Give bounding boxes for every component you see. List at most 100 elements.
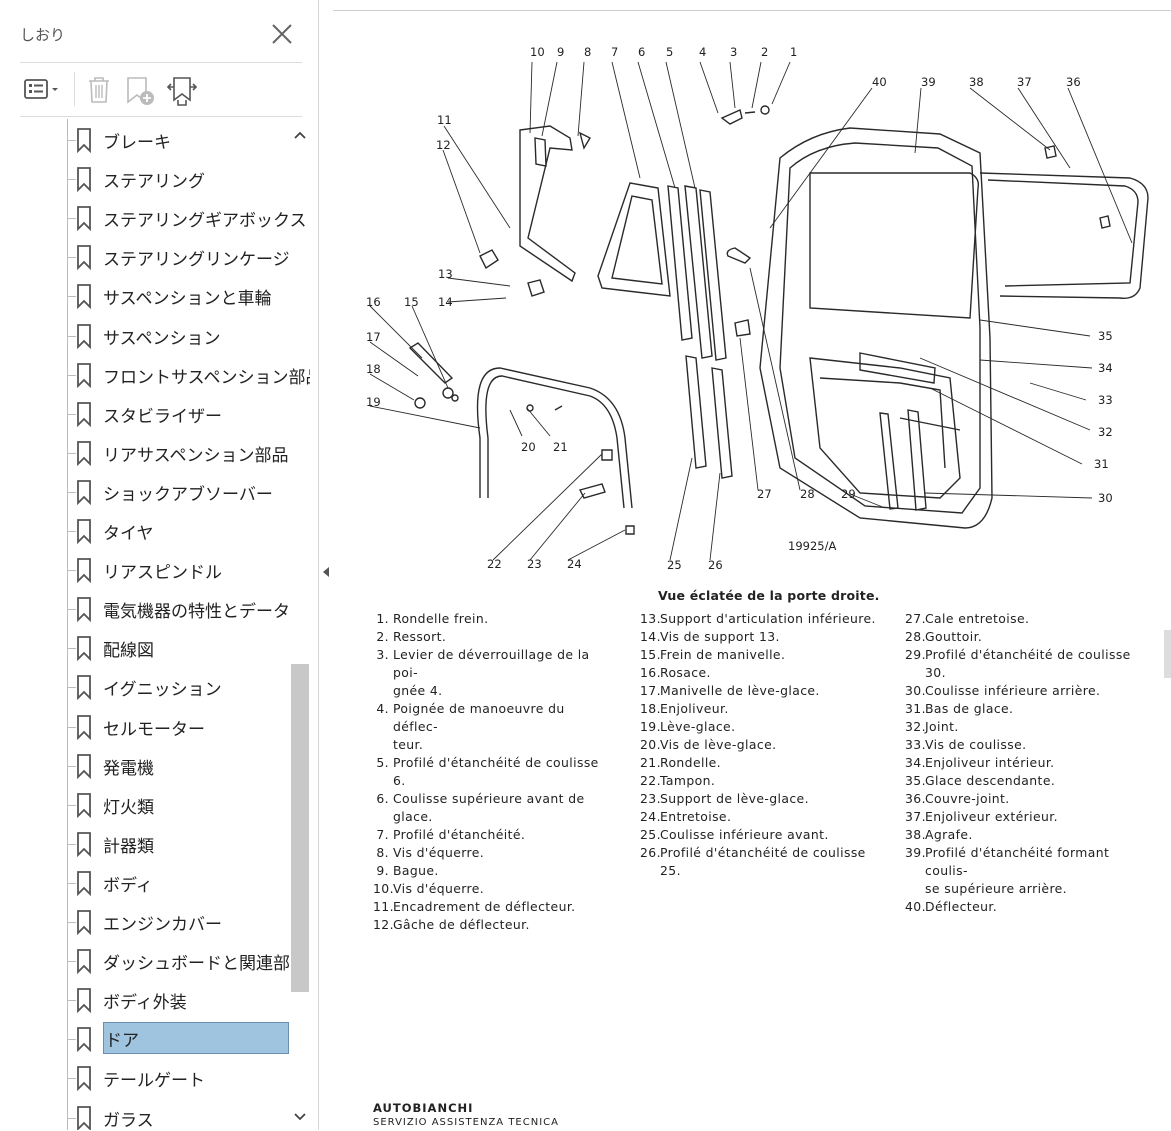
expand-bookmark-button[interactable] <box>164 70 200 108</box>
tree-branch <box>68 335 76 337</box>
legend-text: Cale entretoise. <box>925 611 1030 626</box>
part-number-label: 5 <box>666 45 673 59</box>
bookmark-item[interactable]: 配線図 <box>68 629 290 663</box>
close-panel-button[interactable] <box>268 20 296 48</box>
bookmark-item[interactable]: ショックアブソーバー <box>68 473 290 507</box>
bookmark-icon <box>77 1105 91 1130</box>
bookmark-item[interactable]: リアスピンドル <box>68 551 290 585</box>
legend-text: Entretoise. <box>660 809 732 824</box>
bookmark-item[interactable]: スタビライザー <box>68 395 290 429</box>
legend-item: 13.Support d'articulation inférieure. <box>640 610 885 628</box>
bookmark-icon <box>77 831 91 857</box>
part-number-label: 8 <box>584 45 591 59</box>
bookmark-icon <box>77 519 91 544</box>
bookmark-item[interactable]: サスペンション <box>68 317 290 351</box>
page-edge <box>333 10 1171 11</box>
legend-number: 39. <box>905 845 926 860</box>
legend-number: 35. <box>905 773 926 788</box>
scrollbar-thumb[interactable] <box>291 664 309 992</box>
bookmark-item[interactable]: イグニッション <box>68 668 290 702</box>
bookmark-item[interactable]: ボディ <box>68 864 290 898</box>
options-menu-button[interactable] <box>22 70 62 108</box>
bookmark-label: リアスピンドル <box>103 563 222 583</box>
bookmark-item[interactable]: ダッシュボードと関連部品 <box>68 942 307 976</box>
bookmark-item[interactable]: ブレーキ <box>68 121 290 155</box>
bookmark-item[interactable]: エンジンカバー <box>68 903 290 937</box>
toolbar-separator <box>74 72 75 106</box>
bookmark-expand-icon <box>166 77 198 106</box>
bookmark-item[interactable]: 電気機器の特性とデータ <box>68 590 290 624</box>
legend-column-3: 27.Cale entretoise.28.Gouttoir.29.Profil… <box>905 610 1155 916</box>
triangle-left-icon <box>323 567 329 577</box>
legend-text: Bague. <box>393 863 439 878</box>
bookmark-item[interactable]: 計器類 <box>68 825 290 859</box>
collapse-panel-handle[interactable] <box>319 562 333 582</box>
legend-text: Profilé d'étanchéité de coulisse 25. <box>660 845 866 878</box>
legend-item: 36.Couvre-joint. <box>905 790 1155 808</box>
legend-text: Encadrement de déflecteur. <box>393 899 576 914</box>
bookmark-icon <box>77 440 91 466</box>
document-scrollbar[interactable] <box>1164 630 1171 678</box>
legend-item: 35.Glace descendante. <box>905 772 1155 790</box>
new-bookmark-button[interactable] <box>124 70 158 108</box>
legend-item: 24.Entretoise. <box>640 808 885 826</box>
tree-branch <box>68 961 76 963</box>
legend-text: Glace descendante. <box>925 773 1056 788</box>
tree-branch <box>68 726 76 728</box>
scroll-up-button[interactable] <box>292 126 308 144</box>
bookmark-item[interactable]: ドア <box>68 1020 290 1055</box>
part-number-label: 23 <box>527 557 542 571</box>
legend-number: 38. <box>905 827 926 842</box>
part-number-label: 1 <box>790 45 797 59</box>
legend-item: 28.Gouttoir. <box>905 628 1155 646</box>
legend-item: 34.Enjoliveur intérieur. <box>905 754 1155 772</box>
bookmark-item[interactable]: タイヤ <box>68 512 290 546</box>
legend-item: 33.Vis de coulisse. <box>905 736 1155 754</box>
legend-number: 34. <box>905 755 926 770</box>
bookmark-item[interactable]: ガラス <box>68 1099 290 1130</box>
figure-reference: 19925/A <box>788 539 836 553</box>
divider <box>20 62 302 63</box>
bookmark-icon <box>77 558 91 584</box>
part-number-label: 26 <box>708 558 723 572</box>
legend-number: 40. <box>905 899 926 914</box>
legend-number: 18. <box>640 701 661 716</box>
bookmark-icon <box>77 910 91 935</box>
legend-text: Tampon. <box>660 773 716 788</box>
bookmark-label: テールゲート <box>103 1071 205 1091</box>
tree-branch <box>68 296 76 298</box>
legend-text-continued: teur. <box>393 737 424 752</box>
bookmark-item[interactable]: セルモーター <box>68 708 290 742</box>
bookmark-item[interactable]: ステアリングリンケージ <box>68 238 290 272</box>
delete-bookmark-button[interactable] <box>84 70 114 108</box>
bookmark-item[interactable]: テールゲート <box>68 1059 290 1093</box>
bookmark-label: 発電機 <box>103 758 154 778</box>
tree-branch <box>68 1117 76 1119</box>
bookmark-icon <box>77 792 91 818</box>
bookmark-label: スタビライザー <box>103 406 222 426</box>
legend-number: 24. <box>640 809 661 824</box>
bookmark-item[interactable]: ステアリングギアボックス <box>68 199 307 233</box>
bookmark-item[interactable]: 発電機 <box>68 747 290 781</box>
bookmark-label: 灯火類 <box>103 797 154 817</box>
legend-number: 14. <box>640 629 661 644</box>
part-number-label: 16 <box>366 295 381 309</box>
bookmark-label: フロントサスペンション部品 <box>103 367 310 387</box>
legend-number: 5. <box>376 755 389 770</box>
legend-text: Coulisse supérieure avant de glace. <box>393 791 585 824</box>
legend-number: 36. <box>905 791 926 806</box>
legend-text: Vis de coulisse. <box>925 737 1027 752</box>
bookmark-icon <box>77 323 91 349</box>
bookmark-icon <box>77 167 91 193</box>
bookmark-item[interactable]: ステアリング <box>68 160 290 194</box>
bookmark-icon <box>77 401 91 427</box>
bookmark-item[interactable]: リアサスペンション部品 <box>68 434 290 468</box>
tree-connector <box>67 119 68 1130</box>
legend-text: Coulisse inférieure avant. <box>660 827 829 842</box>
bookmark-item[interactable]: サスペンションと車輪 <box>68 277 290 311</box>
scroll-down-button[interactable] <box>292 1108 308 1126</box>
bookmark-item[interactable]: 灯火類 <box>68 786 290 820</box>
bookmark-item[interactable]: ボディ外装 <box>68 981 290 1015</box>
bookmark-item[interactable]: フロントサスペンション部品 <box>68 356 310 390</box>
bookmark-icon <box>77 206 91 232</box>
